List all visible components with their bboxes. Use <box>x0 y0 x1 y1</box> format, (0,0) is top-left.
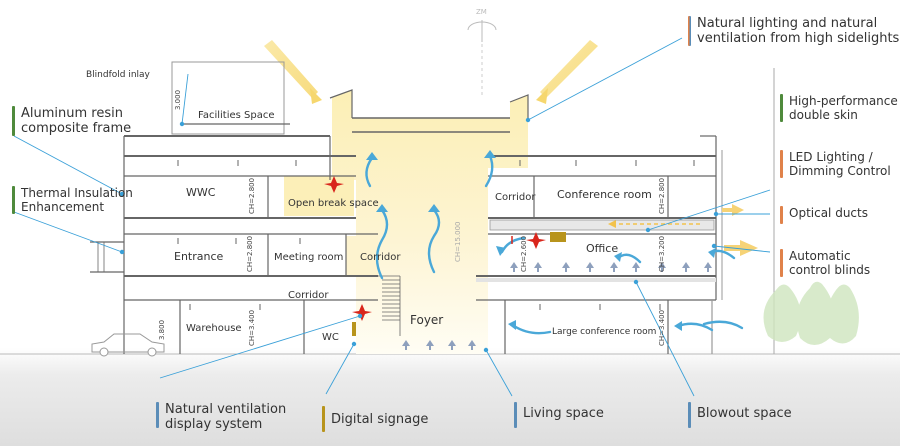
room-wwc: WWC <box>186 186 216 199</box>
dim-facilities: 3.000 <box>174 90 182 110</box>
legend-led-lighting: LED Lighting / Dimming Control <box>780 150 891 178</box>
legend-bar-green <box>780 94 783 122</box>
legend-optical-ducts: Optical ducts <box>780 206 868 224</box>
dimension-labels: 3.000 CH=2.800 CH=2.800 CH=3.400 3.800 C… <box>158 90 666 346</box>
floor-vent-arrows <box>402 262 712 350</box>
legend-ventilation-display-text: Natural ventilation display system <box>165 402 287 432</box>
svg-text:ZM: ZM <box>476 8 487 16</box>
legend-blowout-space: Blowout space <box>688 402 792 428</box>
building-structure <box>90 61 775 354</box>
light-star-icon <box>324 176 546 321</box>
legend-aluminum-frame-text: Aluminum resin composite frame <box>21 106 132 136</box>
legend-digital-signage-text: Digital signage <box>331 412 429 427</box>
dim-parking: 3.800 <box>158 320 166 340</box>
room-office: Office <box>586 242 618 255</box>
dim-office-right: CH=3.200 <box>658 236 666 272</box>
room-warehouse: Warehouse <box>186 323 242 334</box>
legend-thermal-insulation: Thermal Insulation Enhancement <box>12 186 133 214</box>
legend-bar-orange <box>780 150 783 178</box>
leader-dots <box>119 117 719 353</box>
optical-duct-arrowhead <box>608 220 616 228</box>
dim-wwc: CH=2.800 <box>248 178 256 214</box>
room-wc: WC <box>322 332 339 343</box>
legend-living-space-text: Living space <box>523 406 604 421</box>
room-corridor-upper-right: Corridor <box>495 192 536 203</box>
legend-double-skin-text: High-performance double skin <box>789 94 898 122</box>
dim-atrium: CH=15.000 <box>454 221 462 262</box>
legend-digital-signage: Digital signage <box>322 406 428 432</box>
tree-icon <box>763 281 859 345</box>
room-large-conference: Large conference room <box>552 327 656 337</box>
dim-meeting: CH=2.800 <box>246 236 254 272</box>
dim-office-left: CH=2.600 <box>520 236 528 272</box>
legend-led-lighting-text: LED Lighting / Dimming Control <box>789 150 891 178</box>
ceiling-fixtures <box>177 160 695 310</box>
legend-bar-orange <box>780 206 783 224</box>
car-icon <box>91 333 165 357</box>
legend-optical-ducts-text: Optical ducts <box>789 206 868 220</box>
legend-thermal-insulation-text: Thermal Insulation Enhancement <box>21 186 133 214</box>
room-entrance: Entrance <box>174 250 224 263</box>
dim-conference: CH=2.800 <box>658 178 666 214</box>
room-corridor-lower: Corridor <box>288 290 329 301</box>
airflow-arrowheads <box>366 150 716 331</box>
office-signage <box>550 232 566 242</box>
legend-bar-blue <box>688 402 691 428</box>
legend-bar-blue <box>514 402 517 428</box>
room-open-break-space: Open break space <box>288 198 379 209</box>
sunlight-rays <box>264 40 598 104</box>
blind-arrows <box>722 204 758 256</box>
room-blindfold-inlay: Blindfold inlay <box>86 70 151 80</box>
corridor-light <box>346 236 378 276</box>
legend-double-skin: High-performance double skin <box>780 94 898 122</box>
legend-control-blinds: Automatic control blinds <box>780 249 870 277</box>
legend-bar-blue <box>156 402 159 428</box>
leader-lines <box>13 37 771 397</box>
dim-warehouse: CH=3.400 <box>248 310 256 346</box>
room-meeting-room: Meeting room <box>274 252 343 263</box>
legend-bar-orange <box>780 249 783 277</box>
room-conference-room: Conference room <box>557 188 652 201</box>
legend-ventilation-display: Natural ventilation display system <box>156 402 286 432</box>
north-arrow-icon: ZM <box>467 8 497 42</box>
legend-bar-green <box>12 106 15 136</box>
foyer-signage <box>352 322 356 336</box>
legend-control-blinds-text: Automatic control blinds <box>789 249 871 277</box>
legend-natural-lighting: Natural lighting and natural ventilation… <box>688 16 899 46</box>
dim-large-conf: CH=3.400 <box>658 310 666 346</box>
room-foyer: Foyer <box>410 313 443 327</box>
legend-aluminum-frame: Aluminum resin composite frame <box>12 106 131 136</box>
room-facilities-space: Facilities Space <box>198 110 275 121</box>
room-corridor-mid: Corridor <box>360 252 401 263</box>
legend-living-space: Living space <box>514 402 604 428</box>
legend-bar-orange-blue <box>688 16 691 46</box>
room-labels: Blindfold inlay Facilities Space WWC Ope… <box>86 70 656 343</box>
legend-blowout-space-text: Blowout space <box>697 406 792 421</box>
break-space-light <box>284 176 354 216</box>
legend-natural-lighting-text: Natural lighting and natural ventilation… <box>697 16 900 46</box>
legend-bar-green <box>12 186 15 214</box>
legend-bar-mustard <box>322 406 325 432</box>
atrium-light <box>332 90 528 354</box>
